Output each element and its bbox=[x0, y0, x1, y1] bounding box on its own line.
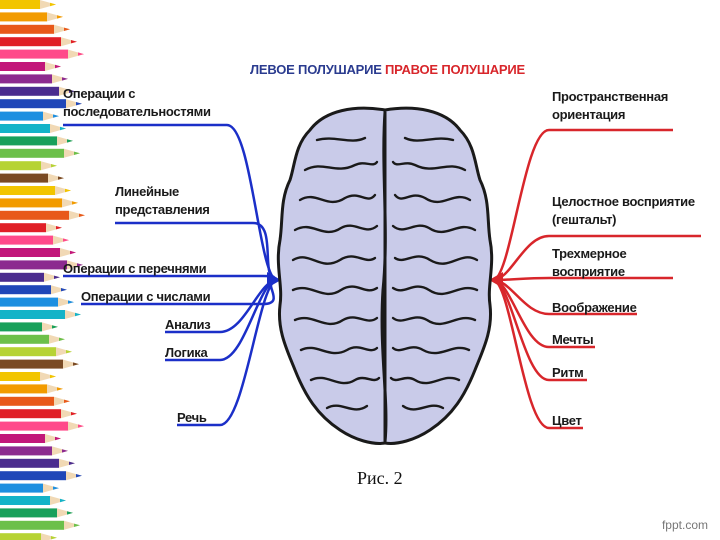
pencil-decoration bbox=[0, 111, 59, 121]
right-label-color: Цвет bbox=[552, 413, 582, 428]
pencil-decoration bbox=[0, 322, 58, 332]
right-label-dreams: Мечты bbox=[552, 332, 594, 347]
right-connector-lines bbox=[489, 128, 701, 430]
pencil-decoration bbox=[0, 496, 66, 505]
pencil-decoration bbox=[0, 483, 59, 493]
left-label-lists: Операции с перечнями bbox=[63, 261, 207, 276]
right-label-spatial: Пространственная ориентация bbox=[552, 89, 669, 122]
left-label-logic: Логика bbox=[165, 345, 208, 360]
pencil-decoration bbox=[0, 24, 70, 34]
pencil-decoration bbox=[0, 74, 68, 84]
left-hub-arrow bbox=[267, 272, 281, 288]
brain-icon bbox=[276, 106, 494, 445]
pencil-decoration bbox=[0, 446, 68, 456]
pencil-decoration bbox=[0, 86, 75, 96]
right-label-3d: Трехмерное восприятие bbox=[552, 246, 627, 279]
right-connector bbox=[492, 278, 550, 430]
pencil-decoration bbox=[0, 37, 77, 47]
left-label-linear: Линейные представления bbox=[115, 184, 210, 217]
pencil-decoration bbox=[0, 347, 72, 357]
pencil-decoration bbox=[0, 136, 73, 146]
pencil-decoration bbox=[0, 285, 67, 295]
pencil-decoration bbox=[0, 62, 61, 71]
pencil-decoration bbox=[0, 297, 74, 307]
watermark: fppt.com bbox=[661, 518, 708, 532]
pencil-decoration bbox=[0, 198, 78, 208]
right-connector bbox=[492, 128, 550, 282]
right-label-rhythm: Ритм bbox=[552, 365, 584, 380]
pencil-decoration bbox=[0, 186, 71, 195]
right-hemisphere-title: ПРАВОЕ ПОЛУШАРИЕ bbox=[385, 62, 525, 77]
pencil-decoration bbox=[0, 520, 80, 530]
pencil-decoration bbox=[0, 210, 85, 220]
brain-hemispheres-diagram: ЛЕВОЕ ПОЛУШАРИЕ ПРАВОЕ ПОЛУШАРИЕ Операци… bbox=[55, 50, 715, 500]
pencil-decoration bbox=[0, 396, 70, 406]
right-label-gestalt: Целостное восприятие (гештальт) bbox=[552, 194, 695, 227]
pencil-decoration bbox=[0, 471, 82, 481]
pencil-decoration bbox=[0, 334, 65, 344]
left-label-sequences: Операции с последовательностями bbox=[63, 86, 211, 119]
pencil-decoration bbox=[0, 359, 79, 369]
pencil-decoration bbox=[0, 148, 80, 158]
left-connector bbox=[219, 278, 278, 427]
pencil-decoration bbox=[0, 223, 62, 233]
pencil-decoration bbox=[0, 0, 56, 9]
pencil-decoration bbox=[0, 508, 73, 518]
pencil-decoration bbox=[0, 173, 64, 183]
left-connector-lines bbox=[63, 123, 281, 427]
pencil-decoration bbox=[0, 533, 57, 540]
pencil-decoration bbox=[0, 409, 77, 419]
pencil-decoration bbox=[0, 12, 63, 22]
pencil-decoration bbox=[0, 421, 84, 431]
right-hub-arrow bbox=[489, 272, 503, 288]
pencil-border bbox=[0, 0, 85, 540]
left-label-numbers: Операции с числами bbox=[81, 289, 211, 304]
pencil-decoration bbox=[0, 372, 56, 381]
diagram-graphics bbox=[63, 106, 701, 445]
pencil-decoration bbox=[0, 260, 83, 270]
left-label-analysis: Анализ bbox=[165, 317, 211, 332]
pencil-decoration bbox=[0, 49, 84, 59]
left-hemisphere-title: ЛЕВОЕ ПОЛУШАРИЕ bbox=[250, 62, 382, 77]
pencil-decoration bbox=[0, 310, 81, 319]
pencil-decoration bbox=[0, 384, 63, 394]
pencil-decoration bbox=[0, 99, 82, 109]
pencil-decoration bbox=[0, 235, 69, 245]
pencil-decoration bbox=[0, 458, 75, 468]
pencil-decoration bbox=[0, 124, 66, 133]
pencil-decoration bbox=[0, 248, 76, 257]
left-label-speech: Речь bbox=[177, 410, 207, 425]
left-connector bbox=[226, 123, 278, 282]
pencil-decoration bbox=[0, 161, 57, 171]
pencil-decoration bbox=[0, 272, 60, 282]
figure-caption: Рис. 2 bbox=[357, 468, 403, 488]
right-label-imagination: Воображение bbox=[552, 300, 637, 315]
pencil-decoration bbox=[0, 434, 61, 443]
